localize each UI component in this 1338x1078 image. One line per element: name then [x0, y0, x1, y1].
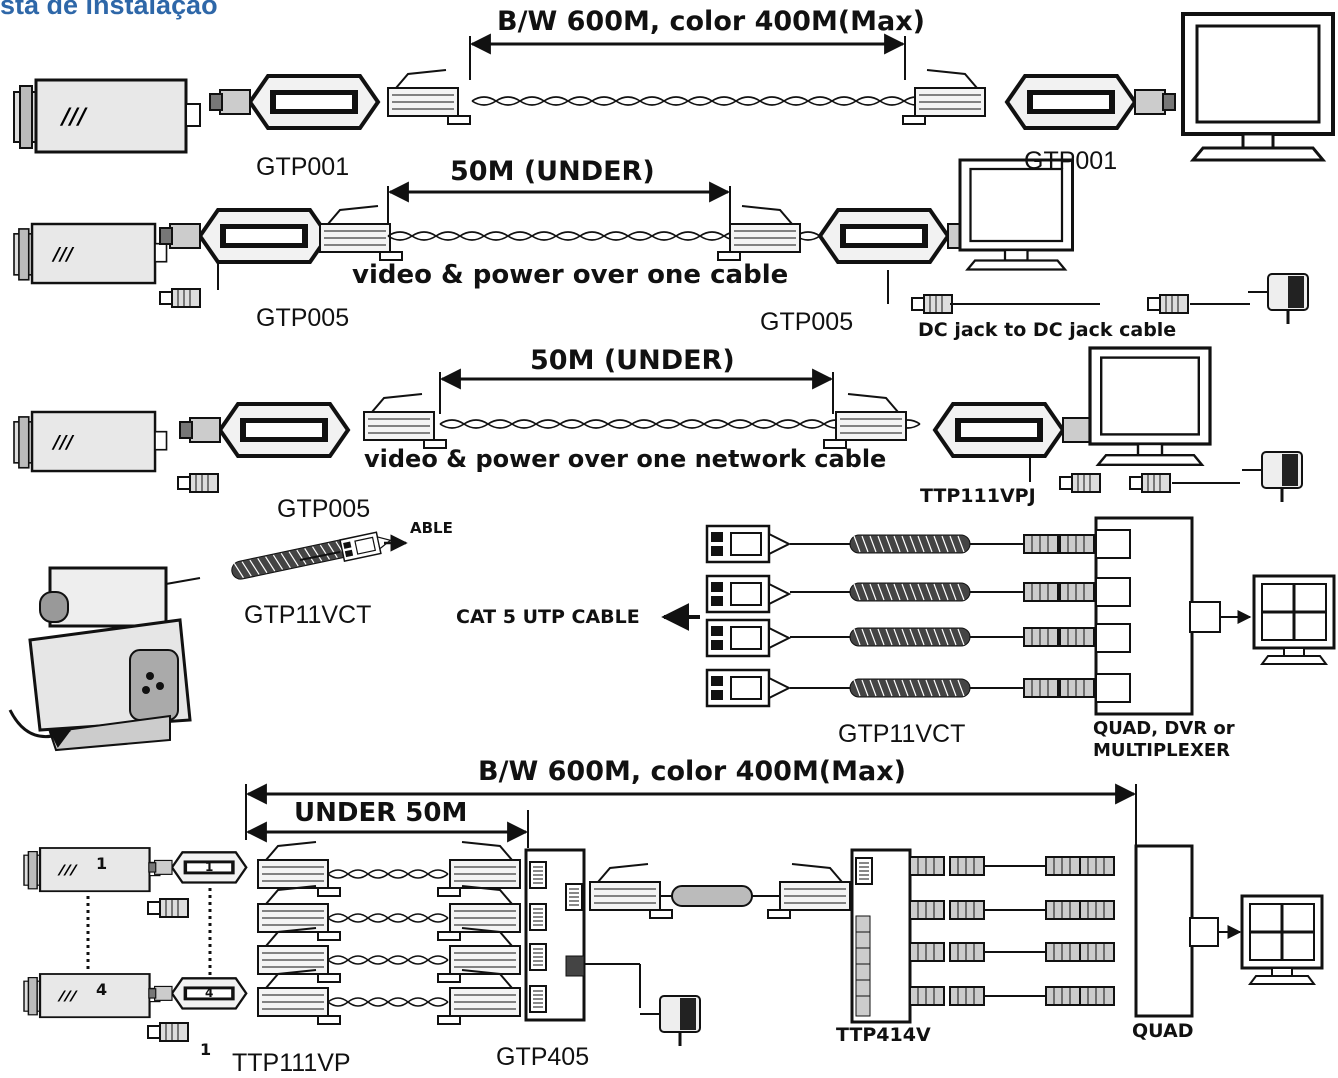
balun-icon — [158, 208, 330, 264]
cable-label-fragment: ABLE — [410, 519, 453, 537]
monitor-icon — [1088, 346, 1212, 467]
bnc-connector-icon — [1023, 582, 1059, 602]
balun-4-number: 4 — [205, 986, 214, 1000]
dc-plug-icon — [1129, 473, 1171, 493]
rj45-plug-icon — [363, 393, 447, 449]
row3-left-model-label: GTP005 — [277, 495, 371, 523]
ptz-model-label: GTP11VCT — [244, 601, 372, 629]
row5-diagram — [22, 783, 1324, 1048]
row2-diagram — [12, 158, 1310, 326]
coiled-cable — [229, 537, 352, 582]
coiled-cable — [849, 582, 971, 602]
row1-left-model-label: GTP001 — [256, 153, 350, 181]
small-number-label: 1 — [200, 1040, 212, 1059]
dc-plug-icon — [177, 473, 219, 493]
row3-diagram — [12, 346, 1304, 504]
ttp414v-label: TTP414V — [836, 1024, 931, 1046]
bnc-connector-icon — [1023, 678, 1059, 698]
dc-plug-icon — [147, 898, 189, 918]
dc-plug-icon — [1147, 294, 1189, 314]
quad-label-line2: MULTIPLEXER — [1093, 740, 1230, 761]
balun-line-4 — [705, 668, 1095, 708]
cat5-cable-label: CAT 5 UTP CABLE — [456, 606, 640, 628]
balun-line-2 — [705, 574, 1095, 614]
camera-icon — [12, 410, 168, 473]
quad-unit-icon — [1134, 844, 1194, 1018]
balun-icon — [147, 977, 248, 1010]
row3-distance-label: 50M (UNDER) — [530, 345, 735, 376]
row1-distance-label: B/W 600M, color 400M(Max) — [497, 6, 925, 37]
rj45-plug-icon — [902, 69, 986, 125]
row2-right-model-label: GTP005 — [760, 308, 854, 336]
balun-icon — [933, 402, 1105, 458]
balun-line-1 — [705, 524, 1095, 564]
balun-icon — [705, 574, 791, 614]
bnc-connector-icon — [1059, 627, 1095, 647]
page-title: sta de instalação — [0, 0, 218, 20]
row4-diagram — [8, 516, 1336, 752]
rj45-plug-icon — [319, 205, 403, 261]
bnc-connector-icon — [1023, 627, 1059, 647]
camera-4-number: 4 — [96, 980, 108, 999]
dc-plug-icon — [911, 294, 953, 314]
power-adapter-icon — [638, 994, 702, 1048]
rj45-plug-icon — [823, 393, 907, 449]
camera-icon — [22, 972, 161, 1019]
quad-monitor-icon — [1240, 894, 1324, 986]
gtp405-label: GTP405 — [496, 1043, 590, 1071]
quad-monitor-icon — [1252, 574, 1336, 666]
row3-right-model-label: TTP111VPJ — [920, 485, 1036, 507]
dc-plug-icon — [1059, 473, 1101, 493]
balun-icon — [339, 529, 394, 562]
quad-label-line1: QUAD, DVR or — [1093, 718, 1235, 739]
ttp111vp-label: TTP111VP — [232, 1049, 351, 1077]
balun-icon — [178, 402, 350, 458]
balun-icon — [147, 851, 248, 884]
row3-caption: video & power over one network cable — [364, 445, 887, 473]
bnc-connector-icon — [1023, 534, 1059, 554]
monitor-icon — [1181, 12, 1335, 162]
rj45-plug-icon — [767, 863, 851, 919]
camera-icon — [12, 78, 202, 154]
dc-plug-icon — [159, 288, 201, 308]
balun-icon — [208, 74, 380, 130]
row5-distance-label: B/W 600M, color 400M(Max) — [478, 756, 906, 787]
ptz-camera-icon — [8, 566, 192, 752]
row1-right-model-label: GTP001 — [1024, 147, 1118, 175]
power-adapter-icon — [1246, 272, 1310, 326]
balun-line-3 — [705, 618, 1095, 658]
monitor-icon — [958, 158, 1074, 271]
balun-icon — [705, 668, 791, 708]
bnc-connector-icon — [1059, 678, 1095, 698]
coiled-cable — [849, 627, 971, 647]
balun-icon — [1005, 74, 1177, 130]
camera-icon — [22, 846, 161, 893]
row5-under-label: UNDER 50M — [294, 798, 468, 828]
rj45-plug-icon — [387, 69, 471, 125]
rj45-plug-icon — [589, 863, 673, 919]
twisted-pair-cable — [471, 96, 953, 106]
dc-plug-icon — [147, 1022, 189, 1042]
row2-distance-label: 50M (UNDER) — [450, 156, 655, 187]
hub-model-label: GTP11VCT — [838, 720, 966, 748]
row1-diagram — [12, 12, 1335, 162]
balun-icon — [705, 524, 791, 564]
camera-icon — [12, 222, 168, 285]
row2-left-model-label: GTP005 — [256, 304, 350, 332]
bnc-connector-icon — [1059, 534, 1095, 554]
dc-cable-label: DC jack to DC jack cable — [918, 319, 1177, 341]
coiled-cable — [849, 678, 971, 698]
balun-icon — [705, 618, 791, 658]
quad-label: QUAD — [1132, 1020, 1194, 1042]
bnc-connector-icon — [1059, 582, 1095, 602]
power-adapter-icon — [1240, 450, 1304, 504]
camera-1-number: 1 — [96, 854, 108, 873]
row2-caption: video & power over one cable — [352, 260, 789, 290]
coiled-cable — [849, 534, 971, 554]
balun-1-number: 1 — [205, 860, 214, 874]
